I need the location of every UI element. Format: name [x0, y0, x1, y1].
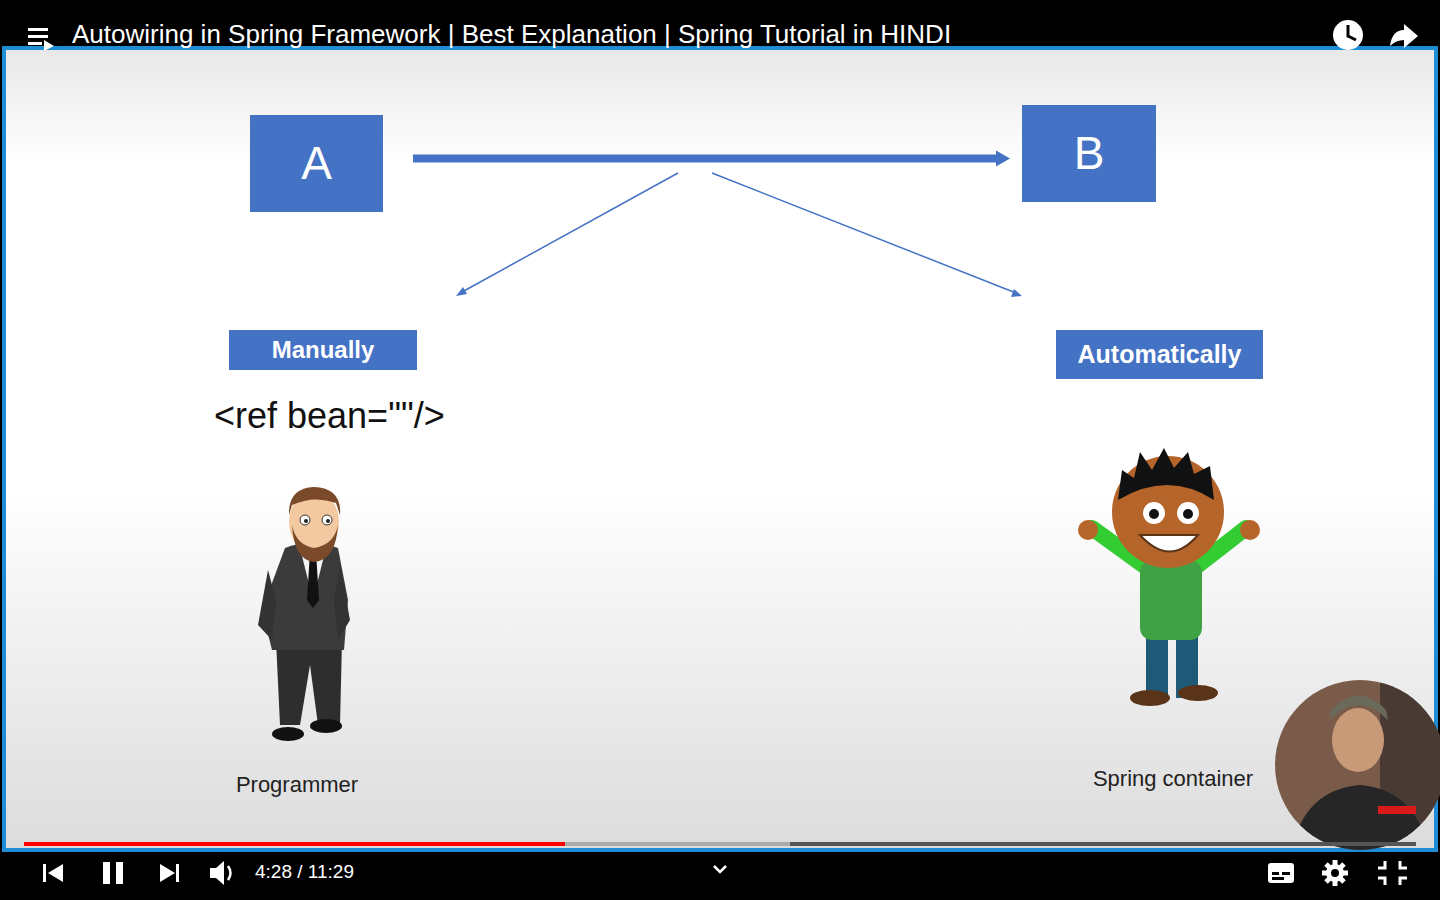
programmer-figure: [334, 565, 350, 640]
kid-figure: [1240, 520, 1260, 540]
kid-figure: [1140, 560, 1202, 640]
programmer-figure: [300, 515, 310, 525]
kid-figure: [1130, 690, 1170, 706]
player-icons: [28, 20, 1418, 886]
player-icons: [1333, 20, 1363, 50]
progress-bar: [24, 842, 1416, 846]
kid-figure: [1078, 448, 1260, 706]
webcam-overlay: [1270, 675, 1440, 860]
mode-box: Manually: [229, 330, 417, 370]
kid-figure: [1143, 502, 1165, 524]
player-icons: [1272, 872, 1279, 875]
kid-figure: [1118, 448, 1214, 500]
programmer-figure: [258, 570, 276, 640]
player-icons: [48, 864, 63, 882]
split-lines: [712, 173, 1016, 293]
player-icons: [28, 42, 42, 45]
programmer-figure: [289, 487, 340, 515]
figure-caption: Programmer: [197, 772, 397, 797]
split-lines: [456, 287, 467, 296]
class-box: B: [1022, 105, 1156, 202]
arrow-head: [996, 151, 1010, 167]
programmer-figure: [276, 640, 342, 725]
kid-figure: [1183, 509, 1193, 519]
kid-figure: [1140, 535, 1198, 552]
player-icons: [1348, 25, 1356, 40]
programmer-figure: [310, 719, 342, 733]
programmer-figure: [326, 519, 330, 523]
programmer-figure: [304, 519, 308, 523]
programmer-figure: [292, 525, 338, 562]
player-icons: [228, 866, 231, 880]
player-icons: [160, 864, 175, 882]
kid-figure: [1078, 520, 1098, 540]
box-label: Automatically: [1078, 340, 1242, 369]
code-snippet: <ref bean=""/>: [214, 395, 445, 436]
webcam-overlay: [1290, 785, 1430, 860]
player-icons: [1282, 872, 1290, 875]
player-icons: [28, 35, 48, 38]
kid-figure: [1146, 630, 1168, 698]
player-icons: [28, 28, 48, 31]
kid-figure: [1149, 509, 1159, 519]
time-display: 4:28 / 11:29: [255, 861, 354, 883]
kid-figure: [1177, 502, 1199, 524]
player-icons: [1322, 860, 1348, 886]
class-box: A: [250, 115, 383, 212]
player-icons: [44, 40, 54, 51]
player-icons: [1378, 861, 1407, 885]
player-icons: [176, 864, 179, 882]
player-icons: [714, 866, 726, 872]
webcam-overlay: [1332, 708, 1384, 772]
progress-bar: [24, 842, 790, 846]
progress-bar: [24, 842, 565, 846]
player-icons: [103, 862, 110, 884]
player-icons: [43, 864, 46, 882]
player-icons: [1272, 877, 1284, 880]
split-lines: [456, 173, 1022, 297]
programmer-figure: [322, 515, 332, 525]
webcam-overlay: [1330, 695, 1388, 720]
player-icons: [1390, 24, 1418, 48]
connector-arrow: [413, 151, 1010, 167]
figure-caption: Spring container: [1043, 766, 1303, 791]
box-label: Manually: [272, 336, 375, 364]
player-icons: [210, 861, 224, 885]
mode-box: Automatically: [1056, 330, 1263, 379]
box-label: A: [301, 137, 332, 190]
split-lines: [1011, 289, 1022, 297]
kid-figure: [1178, 685, 1218, 701]
player-icons: [1326, 864, 1344, 882]
connector-line: [413, 155, 998, 163]
player-icons: [1326, 864, 1344, 882]
progress-bar: [24, 842, 1416, 846]
player-icons: [1331, 869, 1339, 877]
programmer-figure: [272, 727, 304, 741]
player-icons: [1268, 863, 1294, 883]
webcam-overlay: [1378, 806, 1416, 814]
player-icons: [116, 862, 123, 884]
split-lines: [462, 173, 678, 292]
video-title: Autowiring in Spring Framework | Best Ex…: [72, 20, 951, 50]
slide-frame: [2, 46, 1438, 852]
box-label: B: [1074, 127, 1105, 180]
programmer-figure: [258, 487, 350, 741]
